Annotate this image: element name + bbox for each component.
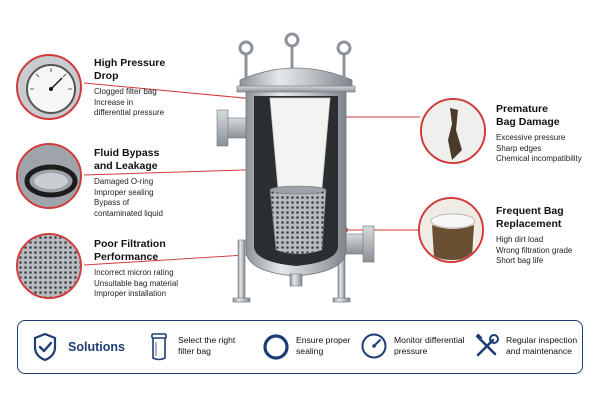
solution-regular-inspection: Regular inspection and maintenance (506, 335, 578, 356)
callout-fluid-bypass: Fluid Bypass and Leakage Damaged O-ring … (94, 147, 163, 219)
gauge-icon (361, 333, 387, 359)
solutions-title: Solutions (68, 340, 125, 354)
shield-check-icon (33, 332, 57, 362)
perforated-basket (269, 189, 327, 255)
solution-ensure-sealing: Ensure proper sealing (296, 335, 351, 356)
perforated-basket-inset (16, 233, 82, 299)
callout-title: Poor Filtration Performance (94, 238, 166, 263)
filter-bag (269, 97, 331, 193)
callout-title: High Pressure Drop (94, 57, 166, 82)
callout-description: Clogged filter bag Increase in different… (94, 87, 165, 117)
pressure-gauge-inset (16, 54, 82, 120)
damaged-bag-inset (420, 98, 486, 164)
callout-description: High dirt load Wrong filtration grade Sh… (496, 235, 573, 265)
o-ring-inset (16, 143, 82, 209)
callout-title: Fluid Bypass and Leakage (94, 147, 160, 172)
callout-description: Excessive pressure Sharp edges Chemical … (496, 133, 582, 163)
callout-title: Frequent Bag Replacement (496, 205, 564, 230)
callout-description: Damaged O-ring Improper sealing Bypass o… (94, 177, 163, 218)
eye-bolts (238, 32, 352, 80)
callout-frequent-bag-replacement: Frequent Bag Replacement High dirt load … (496, 205, 572, 267)
filter-bag-icon (151, 333, 167, 361)
callout-title: Premature Bag Damage (496, 103, 560, 128)
inlet-pipe (216, 109, 251, 147)
solution-monitor-pressure: Monitor differential pressure (394, 335, 465, 356)
tools-icon (475, 333, 499, 357)
callout-premature-bag-damage: Premature Bag Damage Excessive pressure … (496, 103, 582, 165)
callout-poor-filtration: Poor Filtration Performance Incorrect mi… (94, 238, 178, 300)
housing-lid (239, 67, 353, 91)
o-ring-icon (263, 334, 289, 360)
callout-high-pressure-drop: High Pressure Drop Clogged filter bag In… (94, 57, 165, 119)
callout-description: Incorrect micron rating Unsuitable bag m… (94, 268, 179, 298)
solutions-bar: Solutions Select the right filter bag En… (17, 320, 583, 374)
dirty-bag-inset (418, 197, 484, 263)
solution-select-filter-bag: Select the right filter bag (178, 335, 236, 356)
